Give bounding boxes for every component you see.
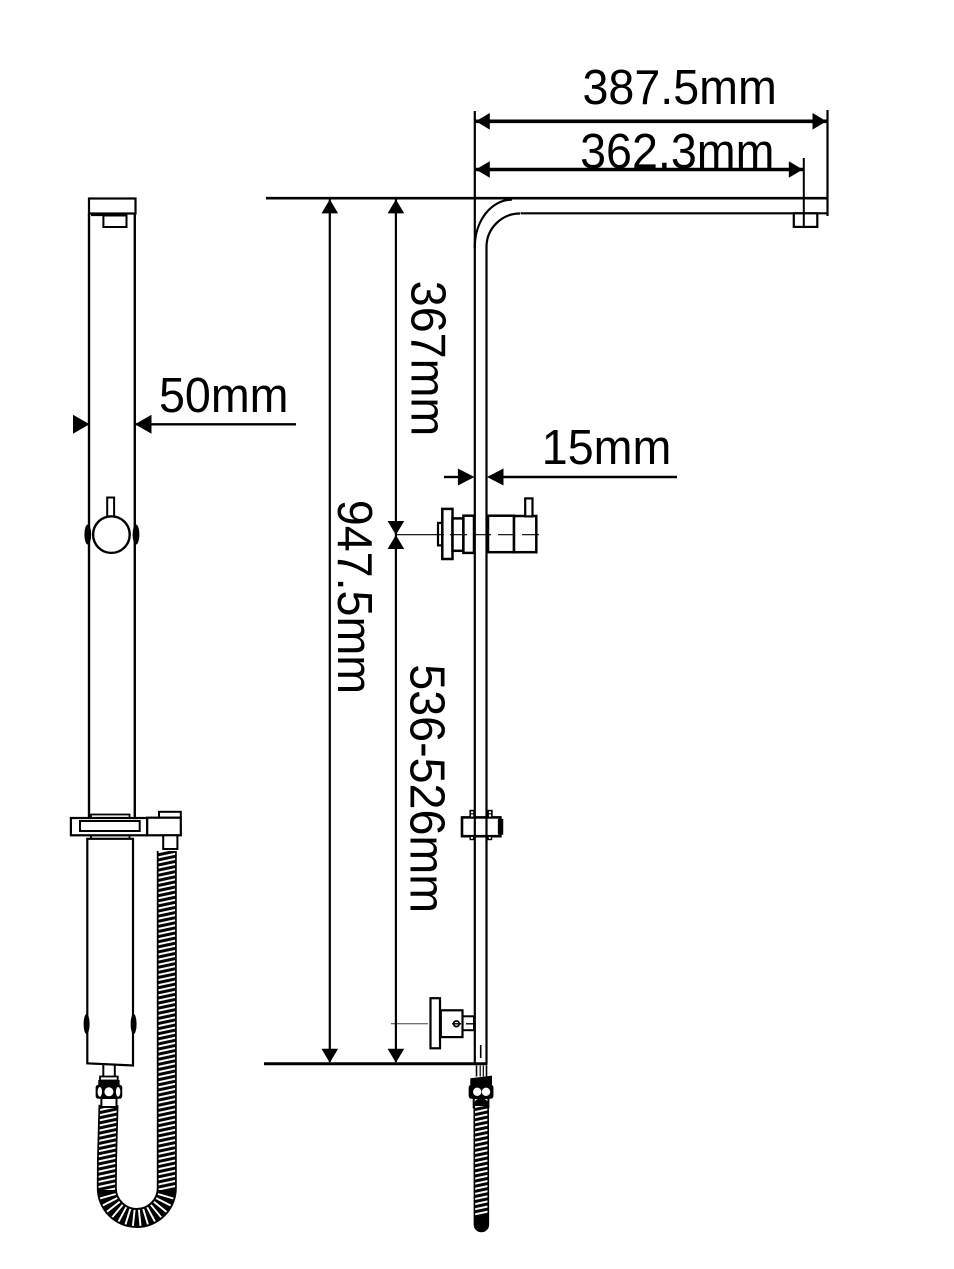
- svg-text:536-526mm: 536-526mm: [399, 664, 455, 913]
- svg-text:15mm: 15mm: [542, 420, 672, 476]
- svg-text:50mm: 50mm: [159, 368, 289, 424]
- svg-text:387.5mm: 387.5mm: [583, 60, 777, 116]
- svg-text:362.3mm: 362.3mm: [580, 124, 774, 180]
- svg-text:947.5mm: 947.5mm: [327, 500, 383, 694]
- svg-text:367mm: 367mm: [400, 281, 456, 436]
